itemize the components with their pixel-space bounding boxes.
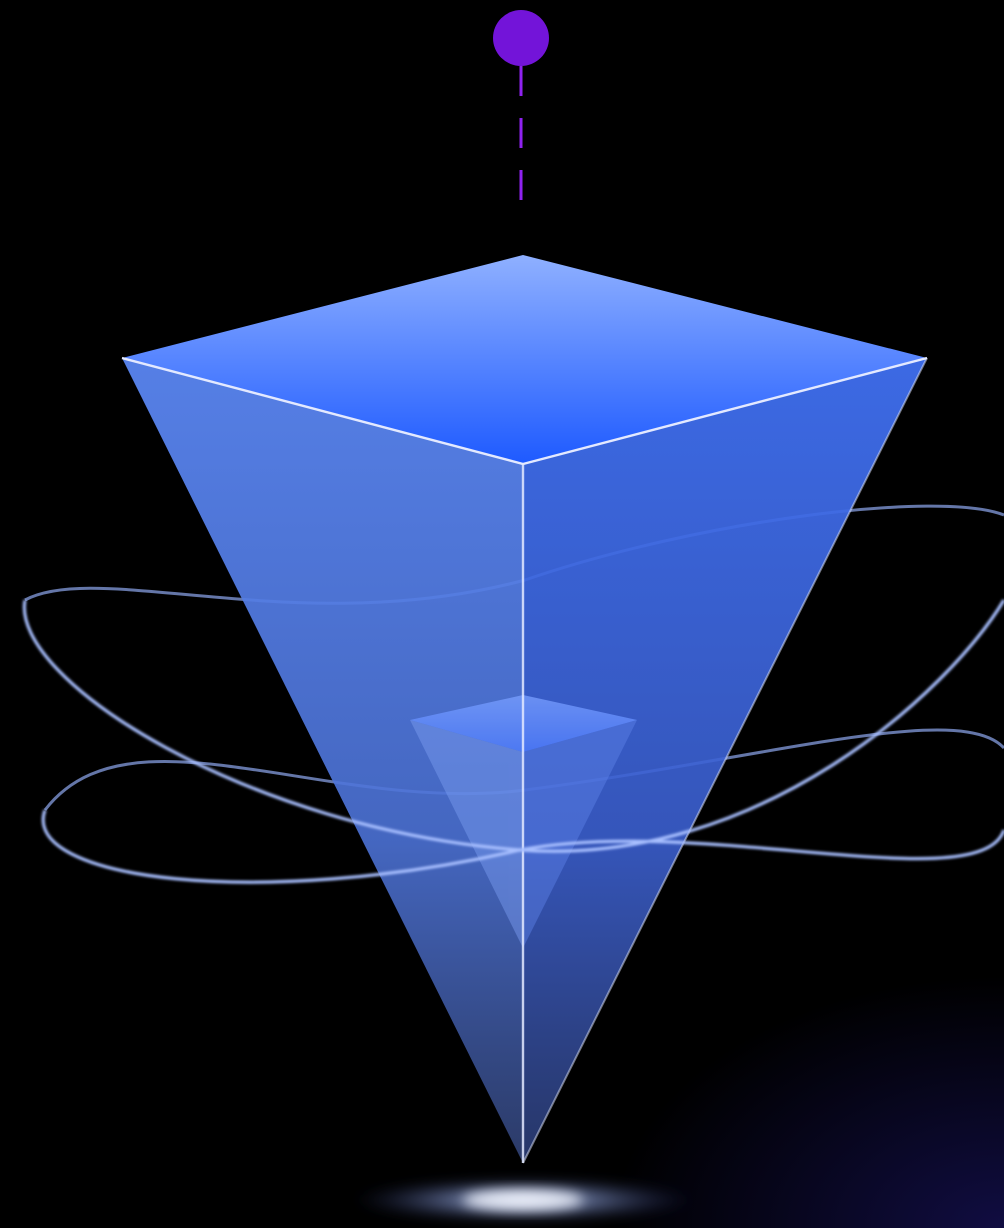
top-marker [493,10,549,206]
base-glow [353,1178,693,1222]
inverted-pyramid [122,255,927,1163]
marker-dot [493,10,549,66]
